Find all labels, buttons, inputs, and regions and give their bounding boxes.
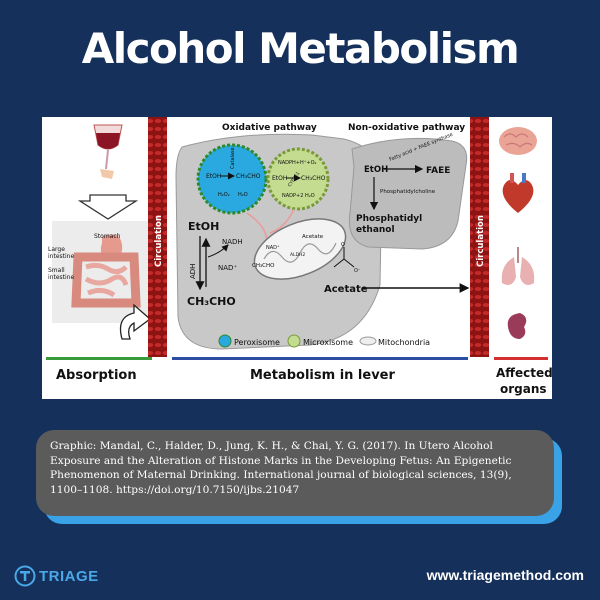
nadh-label: NADH [222,238,243,246]
micro-etoh: EtOH [272,175,287,182]
digestive-tract-icon: Stomach Large intestine Small intestine [48,221,154,323]
absorption-bar [46,357,152,360]
peroxisome-h2o2: H₂O₂ [218,192,230,198]
stomach-label: Stomach [94,233,121,240]
triage-logo: TRIAGE [14,565,99,587]
svg-text:O⁻: O⁻ [354,268,361,274]
small-intestine-label: Small [48,267,65,274]
large-intestine-label: Large [48,246,65,253]
down-arrow-icon [77,194,139,220]
acetate-label: Acetate [324,284,368,295]
micro-ch3cho: CH₃CHO [301,175,326,182]
page-title: Alcohol Metabolism [81,24,520,73]
adh-label: ADH [189,264,197,279]
citation-text: Graphic: Mandal, C., Halder, D., Jung, K… [36,430,554,516]
small-intestine-label-2: intestine [48,274,74,281]
legend-microxisome: Microxisome [303,338,353,347]
metabolism-bar [172,357,468,360]
peroxisome-etoh: EtOH [206,173,221,180]
absorption-label: Absorption [56,368,137,383]
large-intestine-label-2: intestine [48,253,74,260]
mito-ch3cho: CH₃CHO [252,263,275,269]
citation-box: Graphic: Mandal, C., Halder, D., Jung, K… [36,430,564,525]
svg-text:O: O [341,242,345,248]
nonox-etoh: EtOH [364,165,388,175]
circulation-left [148,117,167,357]
triage-logo-icon [14,565,36,587]
metabolism-figure: Stomach Large intestine Small intestine … [42,117,552,399]
legend-mitochondria-swatch [359,336,377,346]
wine-glass-icon [93,124,123,179]
liver-nonoxidative-lobe [348,137,468,250]
heart-icon [502,173,534,213]
metabolism-label: Metabolism in lever [250,368,395,383]
mito-aldh2: ALDH2 [290,252,305,258]
legend-mitochondria: Mitochondria [378,338,430,347]
lungs-icon [501,247,535,285]
affected-label: Affected [496,366,552,380]
website-link[interactable]: www.triagemethod.com [426,567,584,583]
circulation-left-label: Circulation [154,215,164,267]
curved-arrow-icon [119,303,152,340]
organs-bar [494,357,548,360]
ethanol-label: ethanol [356,225,395,235]
kidney-icon [507,313,527,339]
ch3cho-label: CH₃CHO [187,295,236,308]
etoh-label: EtOH [188,220,219,233]
peroxisome-diagram: EtOH CH₃CHO Catalase H₂O₂ H₂O [196,143,268,215]
acetate-structure-icon: O O⁻ [333,242,361,274]
circulation-right-label: Circulation [476,215,486,267]
mito-nad: NAD⁺ [266,245,280,251]
phosphatidyl-label: Phosphatidyl [356,214,422,224]
peroxisome-catalase: Catalase [230,147,236,169]
peroxisome-h2o: H₂O [238,192,248,198]
microxisome-diagram: NADPH+H⁺+O₂ EtOH CH₃CHO CYP2E1 NADP+2 H₂… [266,147,330,211]
nonoxidative-header: Non-oxidative pathway [348,123,465,133]
brain-icon [499,127,537,155]
legend-peroxisome: Peroxisome [234,338,280,347]
legend-peroxisome-swatch [218,334,232,348]
phosphatidylcholine-label: Phosphatidylcholine [380,189,436,195]
faee-label: FAEE [426,166,450,176]
mitochondria-diagram: NAD⁺ Acetate CH₃CHO ALDH2 [252,218,347,280]
legend-microxisome-swatch [287,334,301,348]
micro-bottom: NADP+2 H₂O [282,193,315,199]
mito-acetate: Acetate [302,234,324,240]
oxidative-header: Oxidative pathway [222,123,317,133]
nad-label: NAD⁺ [218,264,237,272]
micro-top: NADPH+H⁺+O₂ [278,160,317,166]
logo-text: TRIAGE [39,567,99,585]
organs-label: organs [500,382,547,396]
circulation-right [470,117,489,357]
peroxisome-ch3cho: CH₃CHO [236,173,261,180]
